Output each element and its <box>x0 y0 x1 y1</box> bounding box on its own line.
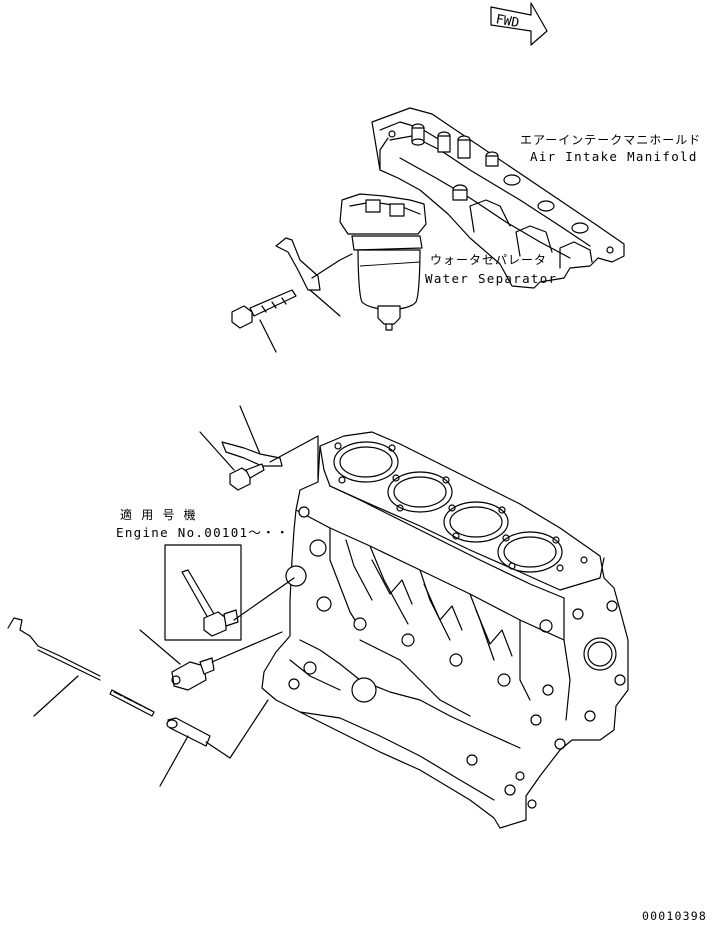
oil-pressure-switch <box>172 658 214 690</box>
air-intake-manifold <box>372 108 624 288</box>
separator-bracket <box>276 238 352 290</box>
water-separator-label-en: Water Separator <box>425 271 558 286</box>
leader-line <box>140 630 180 664</box>
leader-line <box>240 406 260 454</box>
fwd-label: FWD <box>495 12 521 31</box>
leader-line <box>270 436 318 480</box>
leader-line <box>234 578 294 620</box>
water-separator-label-ja: ウォータセパレータ <box>430 253 548 267</box>
cylinder-block <box>262 432 628 828</box>
sensor-plug <box>182 570 238 636</box>
leader-line <box>260 320 276 352</box>
leader-line <box>212 632 282 662</box>
leader-line <box>310 290 340 316</box>
oil-dipstick <box>8 618 154 716</box>
dipstick-guide-tube <box>167 718 210 746</box>
figure-number: 00010398 <box>642 909 707 923</box>
air-intake-manifold-label-ja: エアーインテークマニホールド <box>520 133 702 147</box>
small-bracket <box>222 442 282 490</box>
applicable-engine-label-en: Engine No.00101～・・ <box>116 525 290 540</box>
leader-line <box>200 432 234 470</box>
applicable-engine-label-ja: 適 用 号 機 <box>120 508 197 522</box>
water-separator <box>340 194 426 330</box>
leader-line <box>34 676 78 716</box>
separator-bolt <box>232 290 296 328</box>
fwd-arrow: FWD <box>491 3 547 45</box>
applicable-engine-box <box>165 545 241 640</box>
leader-line <box>206 700 268 758</box>
air-intake-manifold-label-en: Air Intake Manifold <box>530 149 698 164</box>
leader-line <box>160 736 188 786</box>
